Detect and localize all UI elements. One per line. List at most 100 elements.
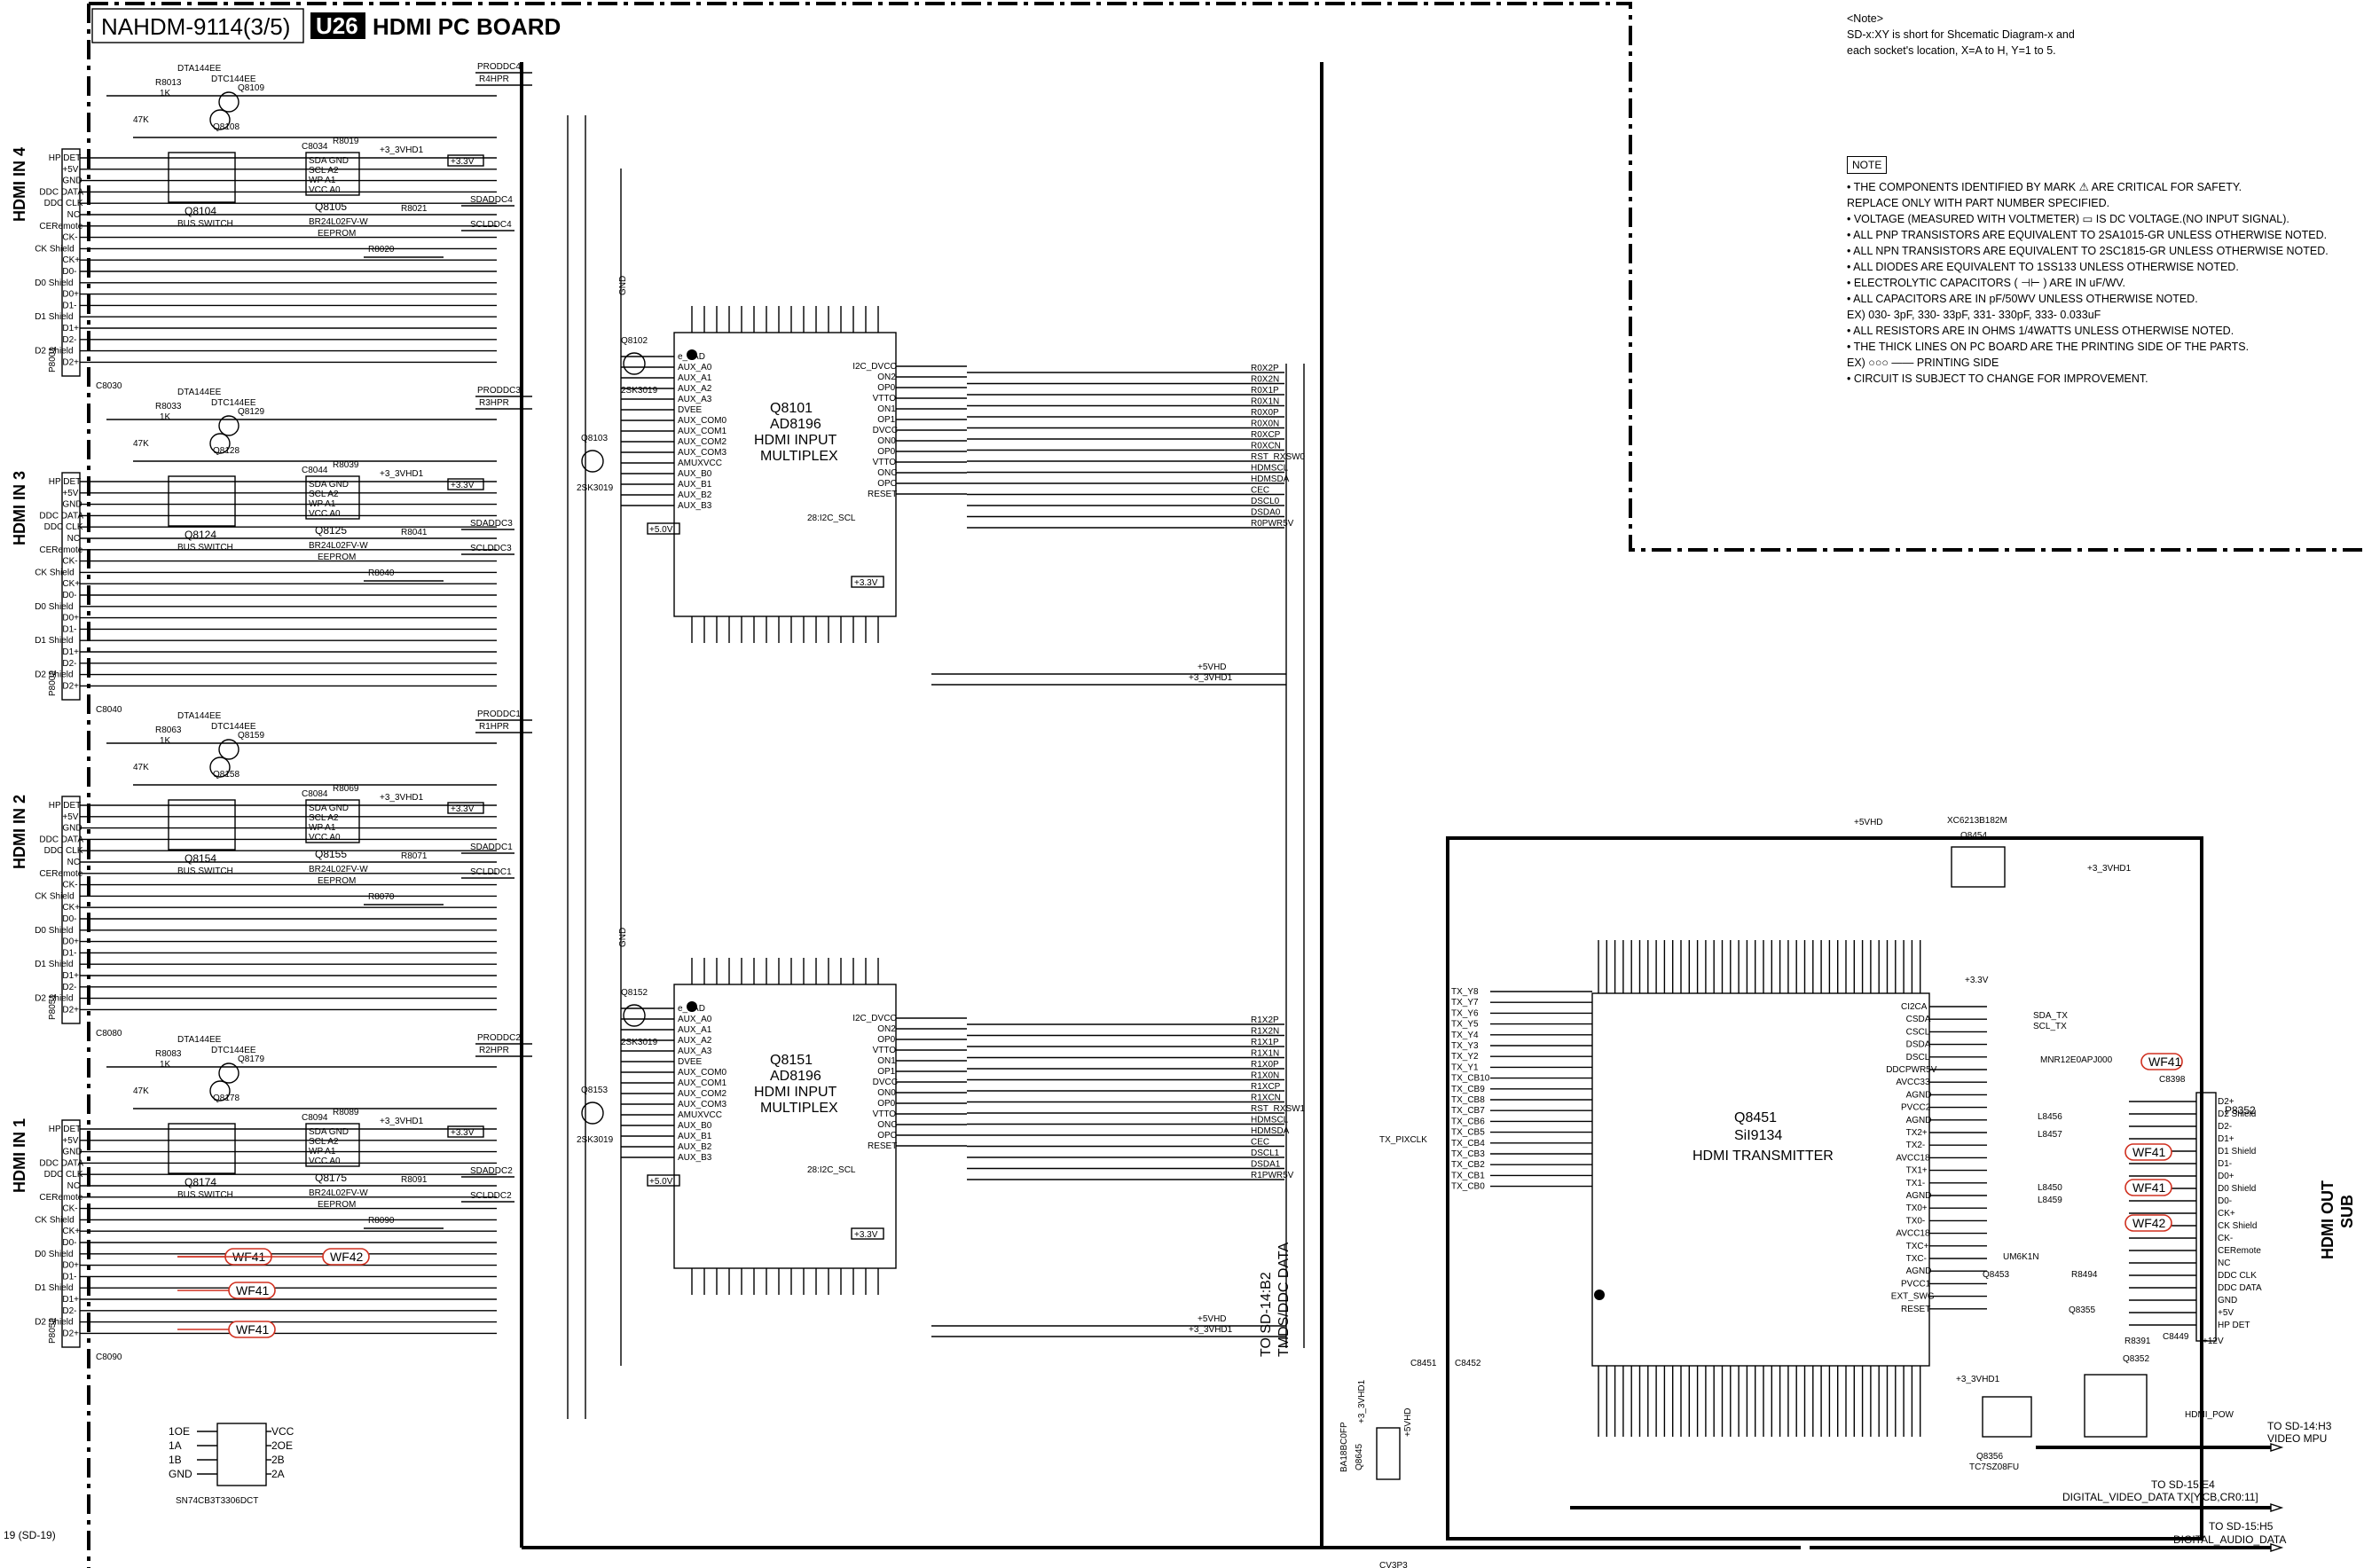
waveform-badge: WF41 (2124, 1179, 2172, 1196)
out-pin-label: CK Shield (2218, 1221, 2257, 1231)
note-item: • ALL NPN TRANSISTORS ARE EQUIVALENT TO … (1847, 245, 2329, 257)
eeprom-pin: SCL A2 (309, 490, 339, 499)
mux-pin-left: AUX_B2 (678, 490, 712, 500)
um6k1n-label: UM6K1N (2003, 1252, 2039, 1262)
connector-pin-label: D0- (62, 914, 76, 924)
out-pin-label: DDC DATA (2218, 1283, 2262, 1293)
waveform-badge: WF42 (2124, 1214, 2172, 1232)
rail-label: +3.3V (854, 1230, 878, 1240)
waveform-label: WF41 (2132, 1180, 2166, 1195)
resistor-ref: R8040 (368, 568, 395, 578)
connector-pin-label: D0 Shield (35, 278, 73, 288)
connector-pin-label: D0 Shield (35, 602, 73, 612)
mux-output-net: DSCL0 (1251, 497, 1280, 506)
mux-output-net: CEC (1251, 1138, 1269, 1148)
tx-left-pin: TX_Y2 (1451, 1052, 1479, 1062)
signal-label: R1HPR (479, 722, 509, 732)
connector-pin-label: D0+ (62, 1261, 79, 1271)
mux-pin-left: DVEE (678, 1057, 703, 1067)
mux-pin-right: OP1 (877, 1067, 895, 1077)
signal-label: SCLDDC4 (470, 220, 512, 230)
eeprom-resistor: R8089 (333, 1108, 359, 1117)
eeprom-part: BR24L02FV-W (309, 865, 368, 874)
tx-left-pin: TX_CB1 (1451, 1171, 1485, 1180)
out-pin-label: CK- (2218, 1234, 2233, 1243)
rail-33vhd1-tx: +3_3VHD1 (2087, 864, 2132, 874)
mux-output-net: R1PWR5V (1251, 1171, 1294, 1180)
eeprom-ref: Q8155 (315, 848, 347, 860)
note-line2: each socket's location, X=A to H, Y=1 to… (1847, 44, 2056, 57)
board-code: U26 (316, 12, 358, 39)
signal-label: PRODDC4 (477, 62, 521, 72)
mux-pin-right: VTTO (873, 1046, 897, 1055)
tx-left-pin: TX_CB8 (1451, 1095, 1485, 1105)
connector-pin-label: D0- (62, 267, 76, 277)
out-pin-label: NC (2218, 1258, 2230, 1268)
waveform-badge: WF42 (177, 1248, 370, 1266)
connector-pin-label: D2+ (62, 1005, 79, 1015)
connector-pin-label: CK Shield (35, 244, 74, 254)
mux-pin-right: VTTO (873, 394, 897, 404)
tx-left-pin: TX_Y7 (1451, 998, 1479, 1007)
tx-left-pin: TX_CB9 (1451, 1085, 1485, 1094)
mux-pin-right: DVCC (873, 426, 898, 435)
tx-left-pin: TX_Y3 (1451, 1041, 1479, 1051)
fet-part: 2SK3019 (577, 1135, 614, 1145)
connector-pin-label: DDC DATA (39, 187, 83, 197)
mux-pin-left: AUX_COM3 (678, 1100, 726, 1109)
rail-label: +3_3VHD1 (380, 145, 424, 155)
resistor-ref: R8020 (368, 245, 395, 255)
mux-output-net: R0X2N (1251, 375, 1279, 385)
connector-pin-label: NC (67, 858, 80, 867)
eeprom-pin: SDA GND (309, 1127, 349, 1137)
l8456-label: L8456 (2038, 1112, 2062, 1122)
mux-output-net: R1XCP (1251, 1082, 1281, 1092)
mux-pin-left: e_PAD (678, 1004, 705, 1014)
bus-switch-ref: Q8154 (185, 852, 216, 865)
tx-right-pin: TX0+ (1906, 1203, 1928, 1213)
mux-part: AD8196 (770, 1069, 821, 1084)
eeprom-resistor: R8069 (333, 784, 359, 794)
note-item: EX) 030- 3pF, 330- 33pF, 331- 330pF, 333… (1847, 309, 2101, 321)
fet-part: 2SK3019 (621, 386, 658, 396)
q8356-part: TC7SZ08FU (1969, 1462, 2019, 1472)
note-tag: NOTE (1847, 156, 1888, 174)
eeprom-pin: SDA GND (309, 156, 349, 166)
connector-pin-label: D1+ (62, 1295, 79, 1305)
connector-pin-label: DDC DATA (39, 1158, 83, 1168)
signal-label: R2HPR (479, 1046, 509, 1055)
bus-switch-label: BUS SWITCH (177, 219, 233, 229)
signal-label: PRODDC3 (477, 386, 521, 396)
r8391-label: R8391 (2124, 1337, 2151, 1346)
c8452-label: C8452 (1455, 1359, 1481, 1368)
waveform-badge: WF41 (177, 1321, 276, 1338)
eeprom-part: BR24L02FV-W (309, 1188, 368, 1198)
transmitter-top-pins (1598, 940, 1921, 993)
mux-output-net: CEC (1251, 486, 1269, 496)
rail-label: +3_3VHD1 (1189, 673, 1233, 683)
regulator-ref: Q8454 (1960, 831, 1987, 841)
mux-pin-left: AUX_B3 (678, 501, 712, 511)
resistor-ref: R8071 (401, 851, 428, 861)
out-pin-label: D0+ (2218, 1172, 2234, 1181)
tx-right-pin: DDCPWR5V (1886, 1065, 1937, 1075)
out-pin-label: DDC CLK (2218, 1271, 2257, 1281)
connector-pin-label: HP DET (49, 801, 82, 811)
eeprom-label: EEPROM (318, 229, 356, 239)
out-pin-label: D2- (2218, 1122, 2232, 1132)
mux-output-net: R0X1N (1251, 397, 1279, 407)
connector-ref: P8052 (48, 1318, 58, 1344)
connector-pin-label: D2 Shield (35, 994, 73, 1004)
rail-label: +3_3VHD1 (380, 469, 424, 479)
connector-pin-label: HP DET (49, 153, 82, 163)
connector-pin-label: +5V (62, 812, 78, 822)
q8356-label: Q8356 (1976, 1452, 2003, 1462)
offpage-sd14-b2-line2: TMDS/DDC DATA (1276, 1242, 1292, 1357)
out-connector-label1: HDMI OUT (2319, 1180, 2337, 1259)
bus-lines (520, 62, 1801, 1549)
connector-pin-label: D1 Shield (35, 636, 73, 646)
mux-output-net: R0XCN (1251, 442, 1281, 451)
out-pin-label: D1 Shield (2218, 1147, 2256, 1156)
waveform-badge: WF41 (2140, 1053, 2183, 1070)
